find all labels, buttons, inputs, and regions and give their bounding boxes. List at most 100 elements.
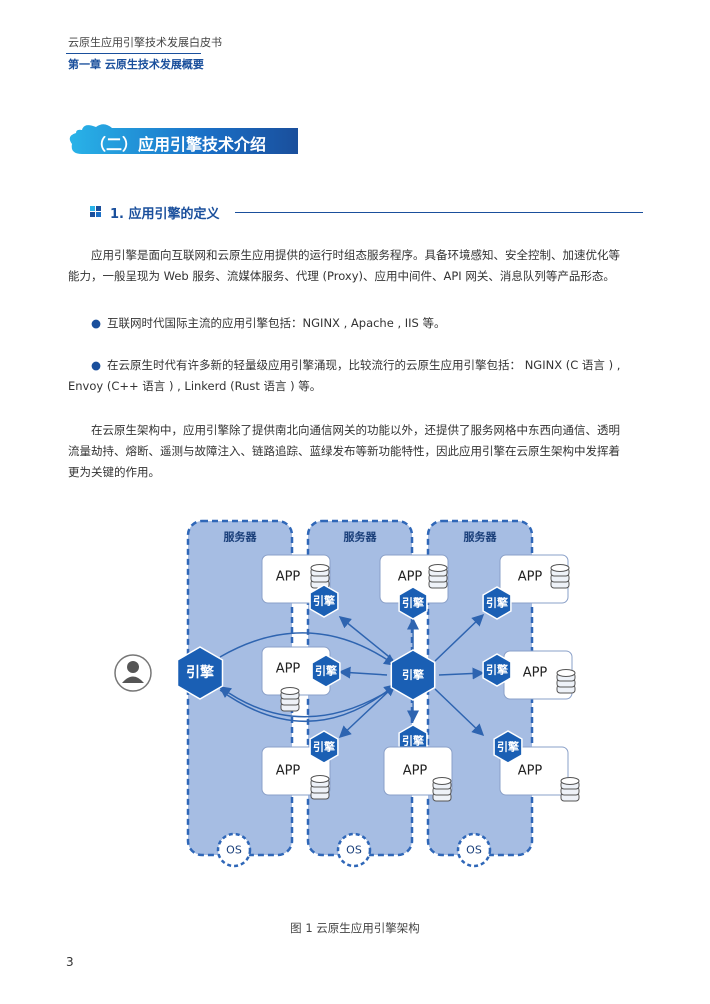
app-label: APP <box>276 662 301 677</box>
os-node: OS <box>456 832 492 868</box>
page-number: 3 <box>66 955 74 969</box>
bullet-dot: ● <box>91 316 102 330</box>
database-icon <box>550 564 570 589</box>
engine-node: 引擎 <box>493 730 523 764</box>
database-top <box>560 777 580 785</box>
connection-arrow <box>434 688 485 737</box>
os-circle <box>336 832 372 868</box>
database-top <box>550 564 570 572</box>
paragraph-line: 在云原生架构中，应用引擎除了提供南北向通信网关的功能以外，还提供了服务网格中东西… <box>91 423 620 437</box>
database-icon <box>310 775 330 800</box>
engine-node: 引擎 <box>176 646 224 700</box>
connection-arrow <box>218 686 391 718</box>
server-label: 服务器 <box>344 530 378 544</box>
header-divider <box>66 53 201 54</box>
bullet-dot: ● <box>91 358 102 372</box>
engine-label: 引擎 <box>315 664 337 678</box>
bullet-item: ● 互联网时代国际主流的应用引擎包括：NGINX , Apache , IIS 等… <box>68 313 643 334</box>
connection-arrow <box>438 667 485 680</box>
os-circle <box>456 832 492 868</box>
database-icon <box>556 669 576 694</box>
section-banner: （二）应用引擎技术介绍 <box>68 124 298 158</box>
engine-label: 引擎 <box>313 594 335 608</box>
engine-node: 引擎 <box>482 586 512 620</box>
bullet-item: ● 在云原生时代有许多新的轻量级应用引擎涌现，比较流行的云原生应用引擎包括： NG… <box>68 355 643 397</box>
engine-node: 引擎 <box>390 649 436 701</box>
engine-hexagon <box>311 654 341 688</box>
connection-arrow <box>338 688 392 739</box>
engine-label: 引擎 <box>486 596 508 610</box>
server-label: 服务器 <box>224 530 258 544</box>
engine-node: 引擎 <box>398 586 428 620</box>
subsection-heading: 1. 应用引擎的定义 <box>90 203 643 222</box>
subsection-title: 1. 应用引擎的定义 <box>110 207 220 222</box>
database-top <box>310 564 330 572</box>
bullet-text: 互联网时代国际主流的应用引擎包括：NGINX , Apache , IIS 等。 <box>107 316 446 330</box>
user-body <box>122 676 144 683</box>
database-icon <box>280 687 300 712</box>
paragraph-definition: 应用引擎是面向互联网和云原生应用提供的运行时组态服务程序。具备环境感知、安全控制… <box>68 245 643 287</box>
database-top <box>310 775 330 783</box>
database-icon <box>310 564 330 589</box>
engine-label: 引擎 <box>313 740 335 754</box>
app-label: APP <box>276 570 301 585</box>
database-top <box>428 564 448 572</box>
engine-hexagon <box>493 730 523 764</box>
os-label: OS <box>346 844 362 857</box>
database-icon <box>428 564 448 589</box>
connection-arrow <box>338 616 394 661</box>
subsection-rule <box>235 212 643 213</box>
app-label: APP <box>403 764 428 779</box>
engine-label: 引擎 <box>186 664 214 681</box>
database-top <box>432 777 452 785</box>
os-label: OS <box>226 844 242 857</box>
app-label: APP <box>276 764 301 779</box>
app-label: APP <box>518 570 543 585</box>
engine-node: 引擎 <box>309 584 339 618</box>
app-box: APP <box>261 646 331 696</box>
paragraph-architecture: 在云原生架构中，应用引擎除了提供南北向通信网关的功能以外，还提供了服务网格中东西… <box>68 420 643 483</box>
engine-label: 引擎 <box>402 596 424 610</box>
os-circle <box>216 832 252 868</box>
engine-node: 引擎 <box>311 654 341 688</box>
user-head <box>127 661 139 673</box>
user-icon <box>114 654 152 692</box>
app-rect <box>499 746 569 796</box>
engine-hexagon <box>482 653 512 687</box>
server-label: 服务器 <box>464 530 498 544</box>
os-node: OS <box>336 832 372 868</box>
database-top <box>280 687 300 695</box>
document-title: 云原生应用引擎技术发展白皮书 <box>68 36 222 49</box>
chapter-title: 第一章 云原生技术发展概要 <box>68 58 204 71</box>
app-label: APP <box>398 570 423 585</box>
engine-hexagon <box>398 586 428 620</box>
engine-hexagon <box>482 586 512 620</box>
app-label: APP <box>523 666 548 681</box>
engine-hexagon <box>390 649 436 701</box>
section-title: （二）应用引擎技术介绍 <box>90 135 267 154</box>
figure-caption: 图 1 云原生应用引擎架构 <box>290 921 420 935</box>
database-top <box>556 669 576 677</box>
engine-label: 引擎 <box>402 668 424 682</box>
app-label: APP <box>518 764 543 779</box>
app-box: APP <box>499 746 569 796</box>
bullet-text: 在云原生时代有许多新的轻量级应用引擎涌现，比较流行的云原生应用引擎包括： NGI… <box>107 358 621 372</box>
paragraph-line: 应用引擎是面向互联网和云原生应用提供的运行时组态服务程序。具备环境感知、安全控制… <box>91 248 620 262</box>
engine-label: 引擎 <box>402 734 424 748</box>
database-icon <box>560 777 580 802</box>
connection-arrow <box>338 666 388 679</box>
os-node: OS <box>216 832 252 868</box>
database-icon <box>432 777 452 802</box>
paragraph-line: 能力，一般呈现为 Web 服务、流媒体服务、代理 (Proxy)、应用中间件、A… <box>68 269 615 283</box>
connection-arrow <box>434 613 485 662</box>
engine-hexagon <box>309 730 339 764</box>
os-label: OS <box>466 844 482 857</box>
engine-node: 引擎 <box>482 653 512 687</box>
cloud-banner-shape <box>69 124 298 154</box>
engine-hexagon <box>176 646 224 700</box>
engine-label: 引擎 <box>486 663 508 677</box>
engine-hexagon <box>309 584 339 618</box>
engine-label: 引擎 <box>497 740 519 754</box>
